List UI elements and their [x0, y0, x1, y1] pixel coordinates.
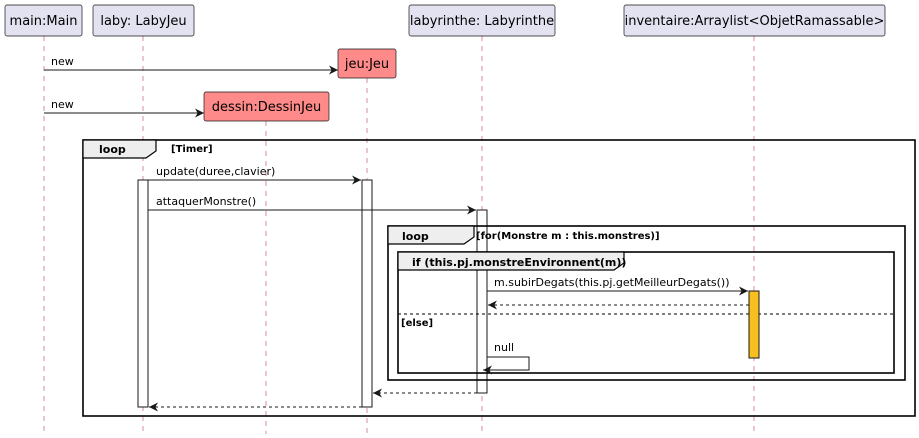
created-dessin-label: dessin:DessinJeu — [212, 100, 322, 115]
activation-laby — [137, 179, 149, 408]
activation-labyrinthe — [476, 209, 488, 394]
participant-main-label: main:Main — [10, 14, 78, 29]
created-dessin: dessin:DessinJeu — [203, 91, 330, 122]
participant-labyrinthe-label: labyrinthe: Labyrinthe — [410, 14, 554, 29]
frame-outer-loop: loop [Timer] — [82, 139, 916, 417]
message-attaquer-label: attaquerMonstre() — [156, 195, 256, 208]
frame-inner-loop-guard: [for(Monstre m : this.monstres)] — [476, 231, 660, 242]
message-new-dessin-label: new — [51, 98, 74, 111]
frame-outer-loop-guard: [Timer] — [171, 144, 213, 155]
frame-inner-loop-label: loop — [402, 230, 429, 243]
participant-laby-label: laby: LabyJeu — [100, 14, 186, 29]
message-null-self-call — [483, 356, 530, 375]
frame-outer-loop-label: loop — [99, 143, 126, 156]
activation-jeu — [361, 179, 373, 408]
message-subir-degats-label: m.subirDegats(this.pj.getMeilleurDegats(… — [494, 276, 730, 289]
participant-laby: laby: LabyJeu — [92, 4, 195, 37]
participant-inventaire-label: inventaire:Arraylist<ObjetRamassable> — [625, 14, 885, 29]
participant-labyrinthe: labyrinthe: Labyrinthe — [408, 4, 556, 37]
created-jeu-label: jeu:Jeu — [344, 57, 389, 72]
created-jeu: jeu:Jeu — [337, 48, 397, 79]
message-update-label: update(duree,clavier) — [156, 165, 275, 178]
message-null-label: null — [494, 341, 514, 354]
frame-alt-else-guard: [else] — [401, 318, 433, 329]
participant-inventaire: inventaire:Arraylist<ObjetRamassable> — [623, 4, 886, 37]
participant-main: main:Main — [4, 4, 83, 37]
frame-alt: if (this.pj.monstreEnvironnent(m)) [else… — [397, 251, 895, 374]
frame-inner-loop: loop [for(Monstre m : this.monstres)] — [387, 225, 906, 381]
activation-inventaire — [748, 290, 760, 359]
frame-alt-label: if (this.pj.monstreEnvironnent(m)) — [412, 256, 626, 269]
message-new-jeu-label: new — [51, 55, 74, 68]
